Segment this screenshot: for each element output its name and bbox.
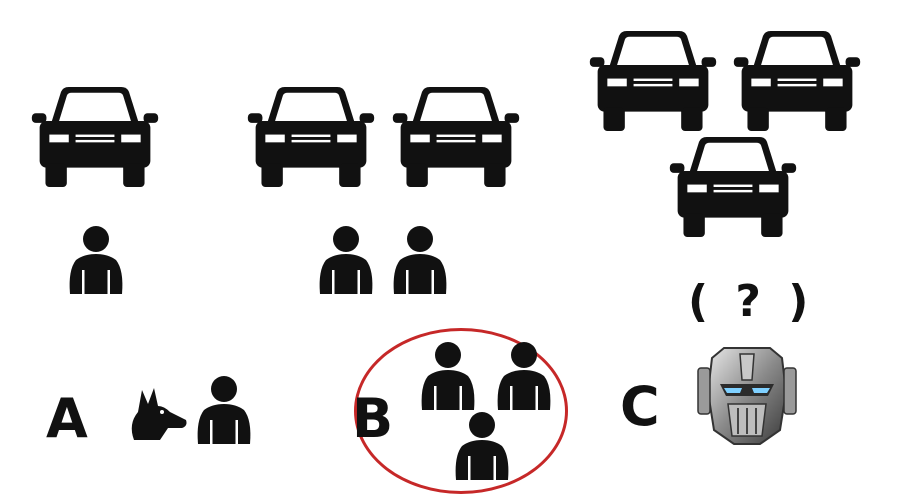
option-c-letter: C	[620, 375, 660, 438]
robot-head-icon	[697, 347, 797, 445]
person-icon	[418, 342, 478, 412]
car-icon	[588, 30, 718, 132]
option-b-letter: B	[352, 387, 394, 450]
person-icon	[66, 226, 126, 296]
person-icon	[316, 226, 376, 296]
car-icon	[668, 136, 798, 238]
question-mark: ( ? )	[688, 276, 815, 327]
option-a-letter: A	[46, 387, 88, 450]
car-icon	[391, 86, 521, 188]
person-icon	[194, 376, 254, 446]
dog-icon	[131, 388, 187, 440]
car-icon	[732, 30, 862, 132]
car-icon	[30, 86, 160, 188]
selection-ring	[354, 328, 568, 494]
person-icon	[494, 342, 554, 412]
car-icon	[246, 86, 376, 188]
person-icon	[390, 226, 450, 296]
person-icon	[452, 412, 512, 482]
